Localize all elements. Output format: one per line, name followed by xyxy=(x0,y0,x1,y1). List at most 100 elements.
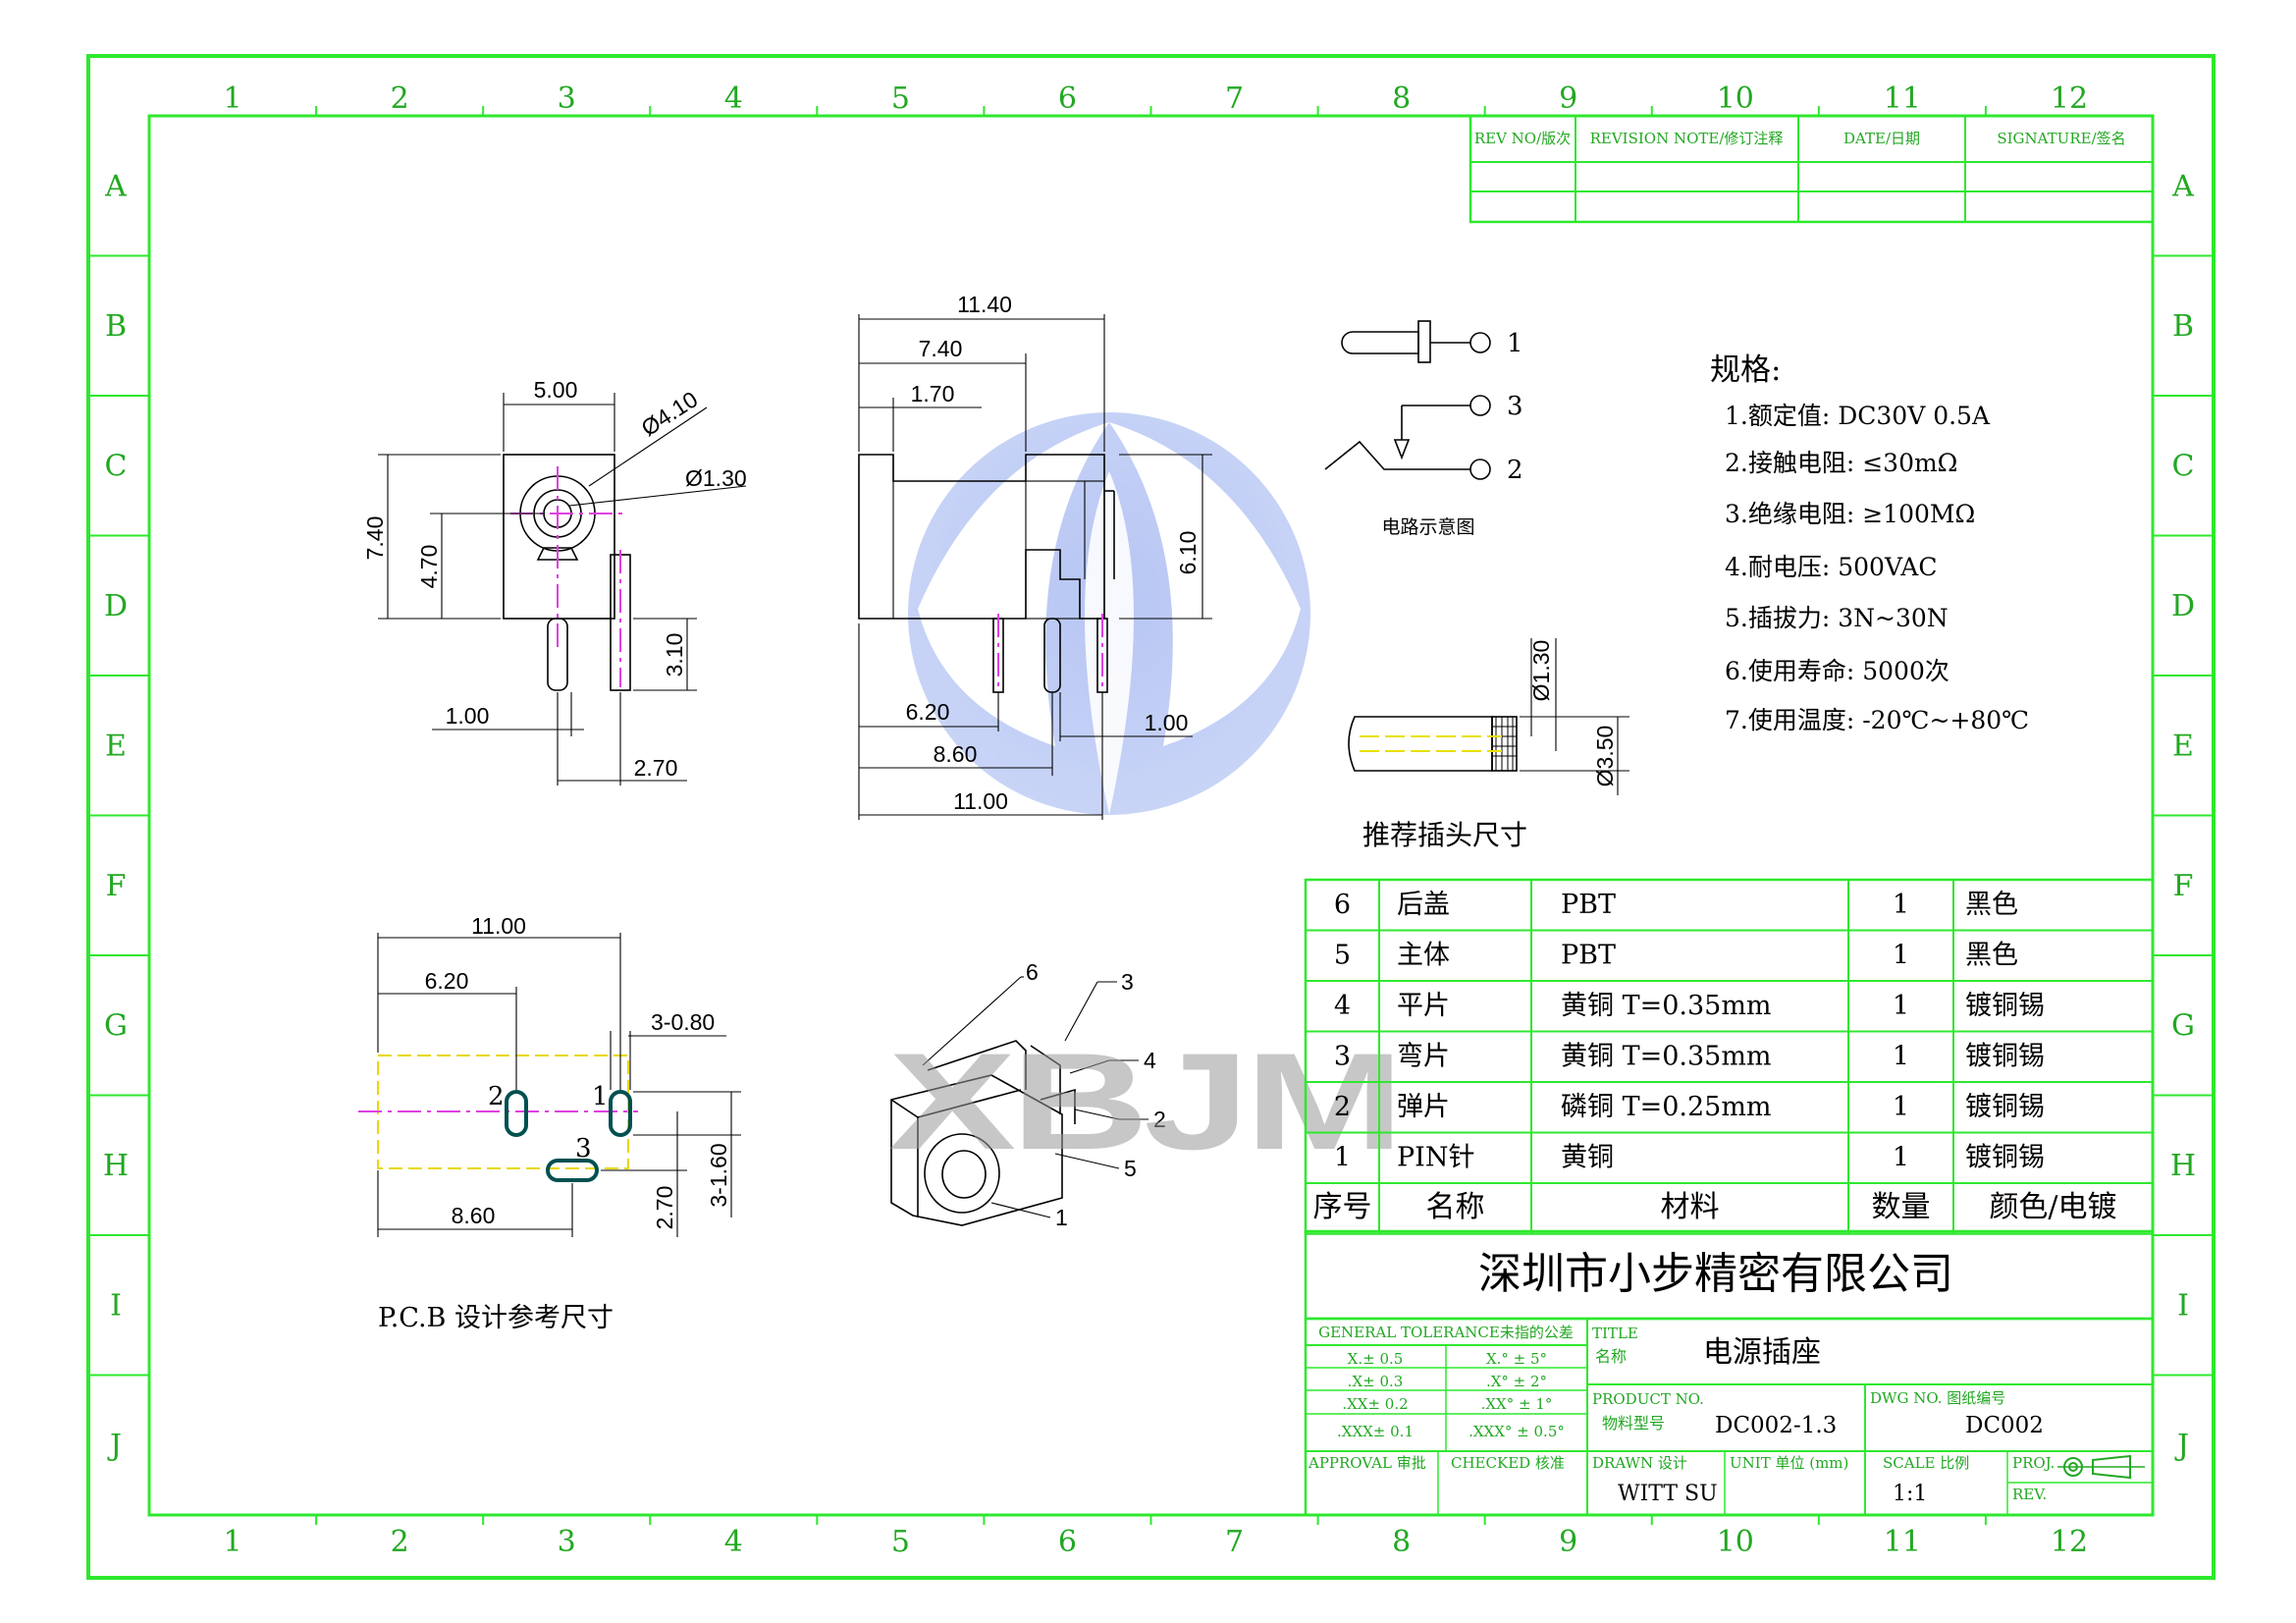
row-label-right: A xyxy=(2171,169,2194,203)
bom-cell: 镀铜锡 xyxy=(1965,991,2045,1021)
spec-item: 3.绝缘电阻: ≥100MΩ xyxy=(1725,500,1975,528)
row-label-left: G xyxy=(104,1008,128,1043)
col-label-top: 6 xyxy=(1058,81,1077,116)
plug-caption: 推荐插头尺寸 xyxy=(1362,819,1527,851)
bom-cell: 1 xyxy=(1893,941,1909,971)
row-label-left: E xyxy=(105,729,127,763)
pcb-dim-a: 6.20 xyxy=(425,968,469,994)
col-label-bottom: 3 xyxy=(558,1525,576,1559)
rev-label: REV. xyxy=(2012,1486,2047,1503)
row-label-left: D xyxy=(104,589,128,623)
bom-cell: 2 xyxy=(1334,1092,1351,1122)
specs-title: 规格: xyxy=(1710,352,1781,388)
bom-header-cell: 序号 xyxy=(1313,1190,1372,1224)
col-label-bottom: 11 xyxy=(1884,1525,1921,1559)
bom-cell: 4 xyxy=(1334,991,1351,1021)
col-label-top: 3 xyxy=(558,81,576,116)
pcb-dim-d: 2.70 xyxy=(652,1186,677,1230)
bom-cell: 1 xyxy=(1893,890,1909,920)
col-label-top: 9 xyxy=(1559,81,1577,116)
row-label-left: F xyxy=(106,869,127,903)
dim-front-center: 4.70 xyxy=(416,545,442,589)
pcb-layout: 11.00 6.20 3-0.80 8.60 3-1.60 2.70 2 1 3… xyxy=(358,913,741,1333)
scale-label: SCALE 比例 xyxy=(1883,1454,1969,1472)
frame-ticks xyxy=(88,106,2214,1525)
plug-dim-outer: Ø3.50 xyxy=(1592,726,1618,787)
col-label-top: 11 xyxy=(1884,81,1921,116)
row-label-right: I xyxy=(2177,1288,2189,1323)
col-label-bottom: 7 xyxy=(1225,1525,1244,1559)
spec-item: 7.使用温度: -20℃~+80℃ xyxy=(1725,706,2029,734)
bom-cell: 弯片 xyxy=(1397,1042,1450,1072)
iso-callout-1: 1 xyxy=(1055,1205,1068,1230)
bom-cell: 1 xyxy=(1334,1143,1351,1173)
row-label-right: B xyxy=(2172,309,2194,344)
specs-block: 规格: 1.额定值: DC30V 0.5A2.接触电阻: ≤30mΩ3.绝缘电阻… xyxy=(1710,352,2029,734)
tol-angular: .XX° ± 1° xyxy=(1481,1395,1553,1413)
bom-cell: 黄铜 T=0.35mm xyxy=(1561,1042,1772,1072)
row-label-right: D xyxy=(2171,589,2195,623)
outer-border xyxy=(86,54,2216,1580)
projection-symbol-icon xyxy=(2057,1454,2145,1480)
title-block: 深圳市小步精密有限公司 GENERAL TOLERANCE未指的公差 X.± 0… xyxy=(1304,1229,2155,1517)
revision-table: REV NO/版次 REVISION NOTE/修订注释 DATE/日期 SIG… xyxy=(1468,114,2155,224)
circuit-pin-3: 3 xyxy=(1507,392,1523,421)
dim-front-dia-inner: Ø1.30 xyxy=(685,465,747,491)
circuit-pin-2: 2 xyxy=(1507,456,1523,485)
dwg-label: DWG NO. 图纸编号 xyxy=(1870,1389,2005,1407)
bom-cell: 黄铜 T=0.35mm xyxy=(1561,991,1772,1021)
rev-header-note: REVISION NOTE/修订注释 xyxy=(1590,130,1784,147)
pcb-dim-slot: 3-0.80 xyxy=(651,1009,715,1035)
col-label-bottom: 1 xyxy=(223,1525,241,1559)
row-label-left: B xyxy=(105,309,127,344)
dim-front-pin-gap: 1.00 xyxy=(446,703,490,729)
product-value: DC002-1.3 xyxy=(1715,1413,1837,1438)
col-label-top: 10 xyxy=(1717,81,1754,116)
bom-cell: 后盖 xyxy=(1397,890,1450,920)
iso-callout-6: 6 xyxy=(1026,959,1039,985)
col-label-top: 4 xyxy=(724,81,743,116)
pcb-dim-b: 8.60 xyxy=(452,1203,496,1228)
pcb-pad-2: 2 xyxy=(488,1082,505,1111)
tol-linear: .X± 0.3 xyxy=(1348,1373,1404,1390)
tol-linear: .XX± 0.2 xyxy=(1342,1395,1408,1413)
bom-cell: 1 xyxy=(1893,1042,1909,1072)
pcb-pad-1: 1 xyxy=(592,1082,609,1111)
col-label-bottom: 12 xyxy=(2051,1525,2088,1559)
bom-cell: 5 xyxy=(1334,941,1351,971)
col-label-bottom: 6 xyxy=(1058,1525,1077,1559)
spec-item: 6.使用寿命: 5000次 xyxy=(1725,657,1949,685)
col-label-top: 1 xyxy=(223,81,241,116)
bom-cell: 黑色 xyxy=(1965,890,2018,920)
circuit-caption: 电路示意图 xyxy=(1381,516,1474,538)
circuit-diagram: 1 3 2 电路示意图 xyxy=(1324,320,1523,538)
bom-cell: 1 xyxy=(1893,991,1909,1021)
col-label-bottom: 4 xyxy=(724,1525,743,1559)
circuit-pin-1: 1 xyxy=(1507,329,1523,358)
row-label-right: H xyxy=(2170,1149,2196,1183)
tol-linear: .XXX± 0.1 xyxy=(1337,1423,1414,1440)
col-label-top: 2 xyxy=(391,81,409,116)
plug-dim-inner: Ø1.30 xyxy=(1528,640,1554,702)
bom-cell: 主体 xyxy=(1397,941,1450,971)
company-name: 深圳市小步精密有限公司 xyxy=(1478,1249,1953,1299)
row-label-left: C xyxy=(105,449,128,483)
product-label: PRODUCT NO. xyxy=(1592,1390,1704,1408)
bom-cell: 磷铜 T=0.25mm xyxy=(1561,1092,1772,1122)
row-label-right: E xyxy=(2172,729,2194,763)
bom-cell: 6 xyxy=(1334,890,1351,920)
pcb-caption: P.C.B 设计参考尺寸 xyxy=(378,1303,614,1333)
bom-cell: 镀铜锡 xyxy=(1965,1143,2045,1173)
row-label-left: A xyxy=(104,169,127,203)
bom-cell: 3 xyxy=(1334,1042,1351,1072)
plug-drawing: Ø1.30 Ø3.50 推荐插头尺寸 xyxy=(1348,638,1629,851)
product-cn: 物料型号 xyxy=(1602,1414,1665,1433)
row-label-right: J xyxy=(2174,1429,2189,1463)
col-label-bottom: 2 xyxy=(391,1525,409,1559)
dim-side-d3: 1.70 xyxy=(911,381,955,406)
row-label-left: J xyxy=(107,1429,122,1463)
rev-header-sign: SIGNATURE/签名 xyxy=(1997,130,2125,147)
tol-linear: X.± 0.5 xyxy=(1348,1350,1404,1368)
